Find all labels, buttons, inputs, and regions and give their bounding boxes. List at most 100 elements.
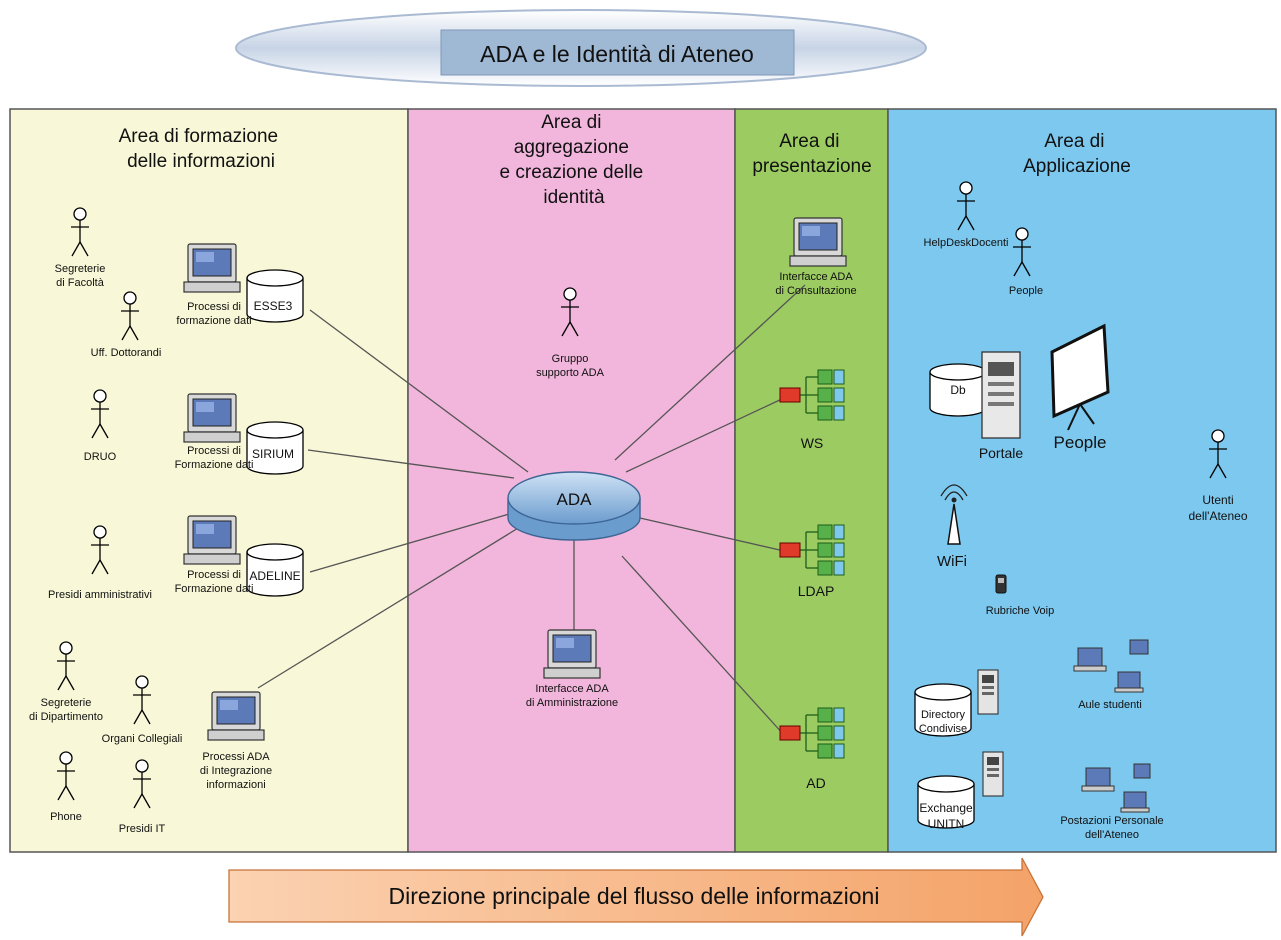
connector-ws bbox=[625, 397, 785, 473]
area-application-panel bbox=[887, 108, 1277, 853]
svg-text:Presidi amministrativi: Presidi amministrativi bbox=[48, 589, 152, 601]
svg-text:Portale: Portale bbox=[979, 445, 1024, 461]
portal-db: Db bbox=[929, 363, 987, 417]
connector-ldap bbox=[639, 517, 785, 552]
svg-text:DRUO: DRUO bbox=[84, 451, 117, 463]
computer-icon bbox=[207, 691, 265, 741]
flow-direction-arrow: Direzione principale del flusso delle in… bbox=[228, 857, 1044, 937]
svg-text:WiFi: WiFi bbox=[937, 553, 967, 570]
actor-druo: DRUO bbox=[84, 389, 117, 463]
aule-studenti: Aule studenti bbox=[1073, 639, 1149, 711]
server-icon bbox=[977, 669, 999, 715]
svg-text:ADA: ADA bbox=[557, 490, 593, 509]
actor-people: People bbox=[1009, 227, 1043, 297]
title-banner: ADA e le Identità di Ateneo bbox=[235, 9, 927, 87]
svg-text:Rubriche Voip: Rubriche Voip bbox=[986, 605, 1055, 617]
flow-label: Direzione principale del flusso delle in… bbox=[389, 883, 880, 909]
portale: Portale bbox=[979, 351, 1024, 461]
connectors bbox=[257, 284, 806, 736]
svg-text:Phone: Phone bbox=[50, 811, 82, 823]
area-heading-application: Area di Applicazione bbox=[1023, 131, 1131, 177]
svg-text:Presidi IT: Presidi IT bbox=[119, 823, 166, 835]
actor-helpdesk-docenti: HelpDeskDocenti bbox=[924, 181, 1009, 249]
svg-text:AD: AD bbox=[806, 775, 825, 791]
svg-text:Organi Collegiali: Organi Collegiali bbox=[102, 733, 183, 745]
svg-text:People: People bbox=[1054, 433, 1107, 452]
connector-integration bbox=[257, 521, 529, 689]
area-heading-aggregation: Area di aggregazione e creazione delle i… bbox=[500, 112, 649, 208]
computer-cluster-icon bbox=[1081, 763, 1151, 813]
computer-icon bbox=[183, 393, 241, 443]
ada-hub: ADA bbox=[507, 471, 641, 541]
service-ldap: LDAP bbox=[779, 524, 845, 599]
svg-text:HelpDeskDocenti: HelpDeskDocenti bbox=[924, 237, 1009, 249]
actor-organi-collegiali: Organi Collegiali bbox=[102, 675, 183, 745]
area-panels bbox=[9, 108, 1277, 853]
database-icon bbox=[246, 269, 304, 323]
area-heading-formation: Area di formazione delle informazioni bbox=[119, 126, 284, 172]
svg-text:ADELINE: ADELINE bbox=[249, 569, 300, 583]
computer-icon bbox=[183, 515, 241, 565]
diagram-title: ADA e le Identità di Ateneo bbox=[480, 41, 754, 67]
actor-presidi-it: Presidi IT bbox=[119, 759, 166, 835]
computer-cluster-icon bbox=[1073, 639, 1149, 693]
wifi: WiFi bbox=[937, 484, 968, 570]
connector-consult bbox=[614, 284, 806, 461]
presentation-board-icon bbox=[1050, 323, 1110, 431]
actor-phone: Phone bbox=[50, 751, 82, 823]
wifi-antenna-icon bbox=[940, 484, 968, 545]
actor-presidi-amministrativi: Presidi amministrativi bbox=[48, 525, 152, 601]
connector-ad bbox=[621, 555, 785, 736]
area-heading-presentation: Area di presentazione bbox=[752, 131, 871, 177]
computer-icon bbox=[543, 629, 601, 679]
computer-icon bbox=[183, 243, 241, 293]
connector-sirium bbox=[307, 449, 515, 479]
svg-text:SIRIUM: SIRIUM bbox=[252, 447, 294, 461]
server-icon bbox=[982, 751, 1004, 797]
svg-text:Uff. Dottorandi: Uff. Dottorandi bbox=[91, 347, 162, 359]
connector-adeline bbox=[309, 511, 517, 573]
service-ad: AD bbox=[779, 707, 845, 791]
actor-uff-dottorandi: Uff. Dottorandi bbox=[91, 291, 162, 359]
service-ws: WS bbox=[779, 369, 845, 451]
connector-esse3 bbox=[309, 309, 529, 473]
rubriche-voip: Rubriche Voip bbox=[986, 574, 1055, 617]
people-board: People bbox=[1050, 323, 1110, 452]
svg-text:WS: WS bbox=[801, 435, 824, 451]
area-formation-panel bbox=[9, 108, 409, 853]
svg-text:Aule studenti: Aule studenti bbox=[1078, 699, 1142, 711]
svg-text:ESSE3: ESSE3 bbox=[254, 299, 293, 313]
svg-text:Db: Db bbox=[950, 383, 966, 397]
svg-text:People: People bbox=[1009, 285, 1043, 297]
computer-icon bbox=[789, 217, 847, 267]
svg-text:LDAP: LDAP bbox=[798, 583, 835, 599]
server-icon bbox=[981, 351, 1021, 439]
